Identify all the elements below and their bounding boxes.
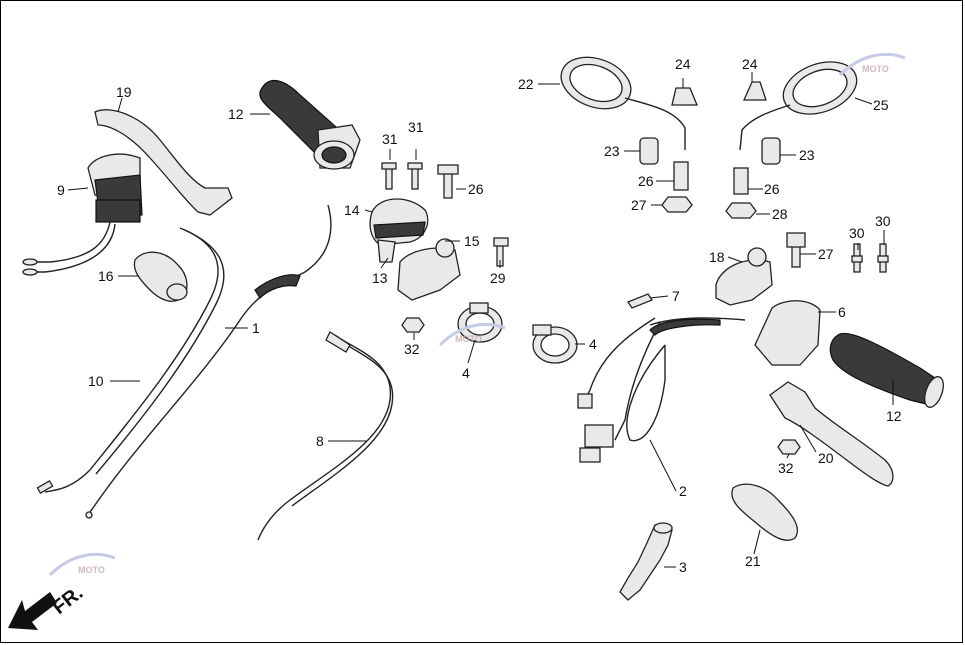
svg-text:MOTO: MOTO bbox=[455, 334, 482, 344]
callout-27-right: 27 bbox=[818, 246, 834, 262]
part-12-grip-right bbox=[829, 332, 944, 408]
callout-7: 7 bbox=[672, 288, 680, 304]
part-22-mirror-left bbox=[560, 56, 686, 150]
svg-text:MOTO: MOTO bbox=[78, 565, 105, 575]
callout-4-right: 4 bbox=[589, 336, 597, 352]
part-19-clutch-lever bbox=[94, 109, 233, 216]
callout-3: 3 bbox=[679, 559, 687, 575]
part-24-mirror-boot bbox=[671, 81, 767, 106]
small-fasteners-left bbox=[381, 162, 509, 333]
callout-25: 25 bbox=[873, 97, 889, 113]
callout-19: 19 bbox=[116, 84, 132, 100]
part-4-band-clamp-right bbox=[532, 324, 578, 364]
part-21-lever-cover bbox=[731, 483, 799, 541]
callout-26-left: 26 bbox=[638, 173, 654, 189]
callout-26-right: 26 bbox=[764, 181, 780, 197]
svg-text:MOTO: MOTO bbox=[862, 64, 889, 74]
callout-27-left: 26 bbox=[468, 181, 484, 197]
callout-31-right: 31 bbox=[408, 119, 424, 135]
part-6-right-switch bbox=[754, 300, 821, 366]
part-10-throttle-cable bbox=[36, 227, 225, 494]
callout-18: 18 bbox=[709, 249, 725, 265]
callout-24-left: 24 bbox=[675, 56, 691, 72]
callout-32-right: 32 bbox=[778, 460, 794, 476]
svg-text:FR.: FR. bbox=[48, 582, 87, 619]
part-8-choke-cable bbox=[257, 331, 394, 541]
callout-1: 1 bbox=[252, 320, 260, 336]
callout-23-left: 23 bbox=[604, 143, 620, 159]
part-14-throttle-housing bbox=[369, 198, 429, 263]
callout-9: 9 bbox=[57, 182, 65, 198]
part-9-switch-housing bbox=[22, 153, 143, 276]
part-1-throttle-cable bbox=[85, 204, 332, 519]
part-2-switch-wiring bbox=[577, 317, 746, 463]
callout-16: 16 bbox=[98, 268, 114, 284]
part-11-throttle-grip bbox=[259, 79, 361, 170]
part-20-brake-lever bbox=[769, 381, 894, 487]
part-18-lever-bracket bbox=[715, 247, 773, 306]
callout-6: 6 bbox=[838, 304, 846, 320]
callout-24-right: 24 bbox=[742, 56, 758, 72]
callout-28-left: 27 bbox=[631, 197, 647, 213]
part-23-26-28-mirror-fasteners bbox=[639, 137, 781, 219]
callout-labels: 19 12 9 16 1 10 8 14 13 15 29 32 4 4 31 … bbox=[57, 56, 902, 575]
callout-13: 13 bbox=[372, 270, 388, 286]
callout-30-right: 30 bbox=[875, 213, 891, 229]
callout-28-right: 28 bbox=[772, 206, 788, 222]
callout-2: 2 bbox=[679, 483, 687, 499]
callout-leaders bbox=[67, 72, 894, 568]
part-25-mirror-right bbox=[739, 61, 858, 151]
callout-11: 12 bbox=[228, 106, 244, 122]
part-15-clamp bbox=[397, 238, 461, 301]
part-7-switch-fitting bbox=[627, 293, 653, 309]
small-fasteners-right bbox=[777, 232, 889, 455]
callout-21: 21 bbox=[745, 553, 761, 569]
callout-20: 20 bbox=[818, 450, 834, 466]
callout-12: 12 bbox=[886, 408, 902, 424]
callout-15: 15 bbox=[464, 233, 480, 249]
front-direction-arrow: FR. bbox=[8, 582, 87, 630]
callout-4-left: 4 bbox=[462, 365, 470, 381]
callout-10: 10 bbox=[88, 373, 104, 389]
callout-29: 29 bbox=[490, 270, 506, 286]
watermark-logo-bottom: MOTO bbox=[48, 552, 116, 577]
callout-32-left: 32 bbox=[404, 341, 420, 357]
callout-14: 14 bbox=[344, 202, 360, 218]
part-16-lever-cover bbox=[133, 251, 188, 302]
watermark-logo-top: MOTO bbox=[838, 52, 906, 77]
callout-8: 8 bbox=[316, 433, 324, 449]
callout-31-left: 31 bbox=[382, 131, 398, 147]
callout-23-right: 23 bbox=[799, 147, 815, 163]
watermark-logo-middle: MOTO bbox=[438, 322, 506, 347]
part-3-cable-boot bbox=[619, 522, 673, 601]
callout-30-left: 30 bbox=[849, 225, 865, 241]
callout-22: 22 bbox=[518, 76, 534, 92]
